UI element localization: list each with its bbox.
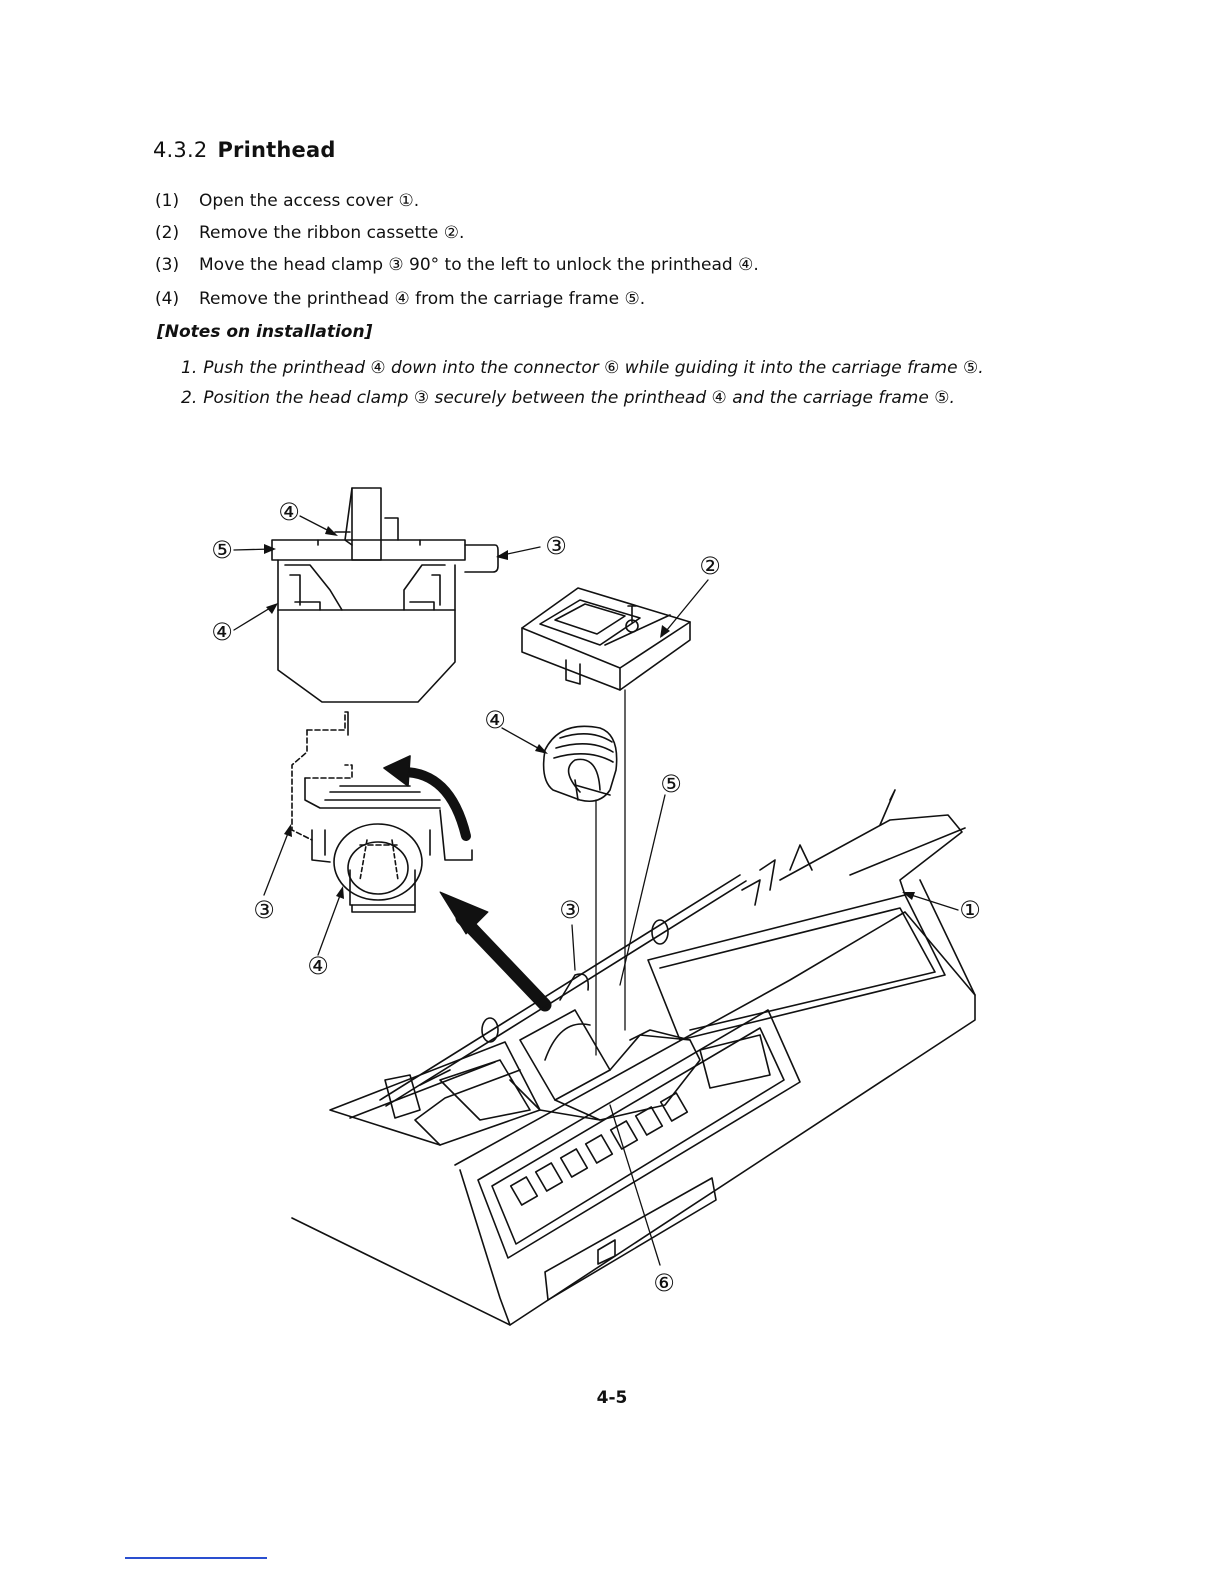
step-text: Move the head clamp ③ 90° to the left to… xyxy=(199,255,759,275)
step-1: (1) Open the access cover ①. xyxy=(155,190,419,212)
note-number: 2. xyxy=(181,388,198,408)
ribbon-cassette xyxy=(521,587,691,691)
note-text: Push the printhead ④ down into the conne… xyxy=(203,358,984,378)
rotate-arrow xyxy=(395,766,471,841)
printhead-inset-detail xyxy=(271,487,499,703)
rotate-arrow-head xyxy=(383,755,411,787)
printer-body xyxy=(291,789,976,1326)
callout-4-middle: ④ xyxy=(484,706,506,734)
printhead-removed xyxy=(542,725,618,803)
section-heading: 4.3.2 Printhead xyxy=(153,138,336,162)
note-2: 2.Position the head clamp ③ securely bet… xyxy=(181,388,955,408)
step-3: (3) Move the head clamp ③ 90° to the left… xyxy=(155,254,759,276)
note-text: Position the head clamp ③ securely betwe… xyxy=(203,388,955,408)
step-4: (4) Remove the printhead ④ from the carri… xyxy=(155,288,645,310)
step-number: (4) xyxy=(155,289,180,309)
note-1: 1.Push the printhead ④ down into the con… xyxy=(181,358,984,378)
footer-rule xyxy=(125,1557,267,1559)
callout-1: ① xyxy=(959,896,981,924)
printhead-removal-illustration: ④ ⑤ ③ ② ④ ④ ⑤ ③ ③ ① ④ ⑥ xyxy=(211,487,981,1326)
section-number: 4.3.2 xyxy=(153,138,208,162)
step-number: (2) xyxy=(155,223,180,243)
head-clamp-inset-detail xyxy=(291,711,473,913)
step-text: Remove the ribbon cassette ②. xyxy=(199,223,465,243)
notes-title: [Notes on installation] xyxy=(157,322,373,342)
page-number: 4-5 xyxy=(596,1388,628,1408)
removal-arrow xyxy=(455,911,552,1012)
callout-4-top: ④ xyxy=(278,498,300,526)
step-2: (2) Remove the ribbon cassette ②. xyxy=(155,222,464,244)
step-text: Open the access cover ①. xyxy=(199,191,420,211)
callout-3-inset: ③ xyxy=(253,896,275,924)
callout-3-carriage: ③ xyxy=(559,896,581,924)
step-text: Remove the printhead ④ from the carriage… xyxy=(199,289,646,309)
callout-2: ② xyxy=(699,552,721,580)
section-title: Printhead xyxy=(217,138,336,162)
removal-arrow-head xyxy=(439,891,489,935)
callout-6: ⑥ xyxy=(653,1269,675,1297)
callout-5-middle: ⑤ xyxy=(660,770,682,798)
step-number: (3) xyxy=(155,255,180,275)
callout-arrowheads xyxy=(264,526,915,900)
note-number: 1. xyxy=(181,358,198,378)
step-number: (1) xyxy=(155,191,180,211)
callout-4-left: ④ xyxy=(211,618,233,646)
callout-3-top: ③ xyxy=(545,532,567,560)
callout-4-inset: ④ xyxy=(307,952,329,980)
callout-5-top: ⑤ xyxy=(211,536,233,564)
leader-lines xyxy=(571,689,666,1266)
